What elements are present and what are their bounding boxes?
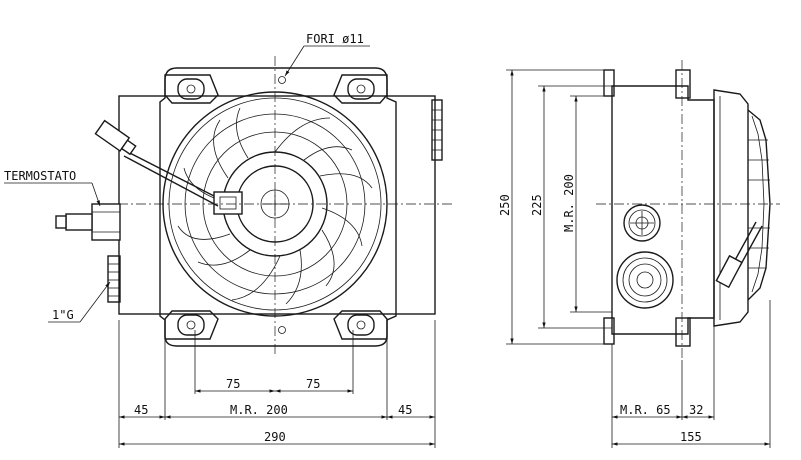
side-fan-housing: [713, 89, 749, 327]
front-view: 75 75 45 M.R. 200 45 290 FORI ø11 TERMOS…: [4, 32, 452, 448]
side-plug: [715, 254, 743, 289]
power-cable: [119, 147, 215, 197]
side-fan-guard: [747, 109, 771, 301]
dim-left-margin: 45: [134, 403, 148, 417]
side-view: 250 225 M.R. 200 M.R. 65 32 155: [498, 60, 780, 448]
mounting-ear-top-right: [333, 74, 388, 104]
dim-total-width: 290: [264, 430, 286, 444]
dim-side-total: 155: [680, 430, 702, 444]
dim-overall-height: 250: [498, 194, 512, 216]
cable-plug: [94, 119, 137, 156]
label-thermostat: TERMOSTATO: [4, 169, 76, 183]
mounting-ear-top-left: [164, 74, 219, 104]
fitting-lower: [616, 251, 674, 309]
dim-side-left: M.R. 65: [620, 403, 671, 417]
dim-center: M.R. 200: [230, 403, 288, 417]
dim-half-right: 75: [306, 377, 320, 391]
hole-top: [278, 76, 286, 84]
thermostat-sensor: [55, 203, 121, 241]
dim-mid-height: 225: [530, 194, 544, 216]
label-holes: FORI ø11: [306, 32, 364, 46]
left-fitting: [107, 255, 121, 303]
mounting-ear-bottom-left: [164, 310, 219, 340]
dim-half-left: 75: [226, 377, 240, 391]
fan-shroud: [159, 67, 397, 347]
mounting-ear-bottom-right: [333, 310, 388, 340]
dim-right-margin: 45: [398, 403, 412, 417]
hole-bottom: [278, 326, 286, 334]
label-thread: 1"G: [52, 308, 74, 322]
right-fins: [431, 99, 443, 161]
side-body: [611, 85, 715, 335]
fitting-upper: [623, 204, 661, 242]
dim-inner-height: M.R. 200: [562, 174, 576, 232]
motor-connector: [213, 191, 243, 215]
dim-side-right: 32: [689, 403, 703, 417]
